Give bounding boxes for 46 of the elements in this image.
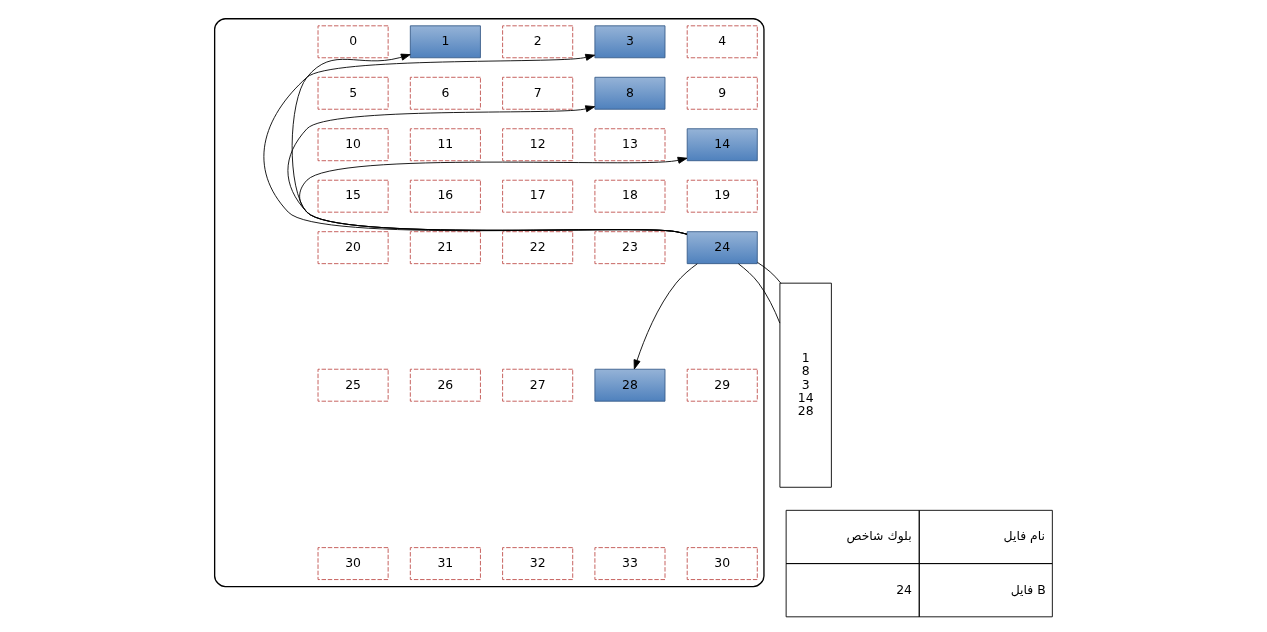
node-box: 18	[594, 179, 666, 213]
node-box: 15	[317, 179, 389, 213]
connector	[737, 263, 781, 324]
node-box: 7	[502, 76, 574, 110]
node-box: 13	[594, 128, 666, 162]
node-box: 29	[686, 368, 758, 402]
node-box: 3	[594, 25, 666, 59]
node-box: 23	[594, 231, 666, 265]
label: نام فايل	[1003, 528, 1045, 544]
node-box: 20	[317, 231, 389, 265]
node-box: 8	[594, 76, 666, 110]
node-box: 0	[317, 25, 389, 59]
node-box: 9	[686, 76, 758, 110]
node-box: 31	[409, 547, 481, 580]
arrow	[287, 105, 688, 235]
node-box: 21	[409, 231, 481, 265]
cluster	[214, 18, 765, 588]
node-box: 19	[686, 179, 758, 213]
node-box: 25	[317, 368, 389, 402]
node-box: 1 8 3 14 28	[779, 282, 832, 488]
node-box: 12	[502, 128, 574, 162]
node-box: 26	[409, 368, 481, 402]
node-box: 28	[594, 368, 666, 402]
label: بلوك شاخص	[846, 528, 912, 544]
node-box: 30	[686, 547, 758, 580]
node-box: 22	[502, 231, 574, 265]
node-box: 2	[502, 25, 574, 59]
node-box: 6	[409, 76, 481, 110]
node-box: 27	[502, 368, 574, 402]
arrow	[299, 156, 688, 235]
node-box: 14	[686, 128, 758, 162]
node-box: 17	[502, 179, 574, 213]
node-box: 1	[409, 25, 481, 59]
node-box: 24	[686, 231, 758, 265]
label: فايل B	[1010, 581, 1046, 597]
node-box: 33	[594, 547, 666, 580]
node-box: 30	[317, 547, 389, 580]
label: 24	[896, 581, 912, 597]
node-box: 5	[317, 76, 389, 110]
node-box: 10	[317, 128, 389, 162]
connector	[757, 261, 782, 284]
node-box: 32	[502, 547, 574, 580]
arrow	[633, 263, 698, 370]
node-box: 16	[409, 179, 481, 213]
node-box: 4	[686, 25, 758, 59]
node-box: 11	[409, 128, 481, 162]
